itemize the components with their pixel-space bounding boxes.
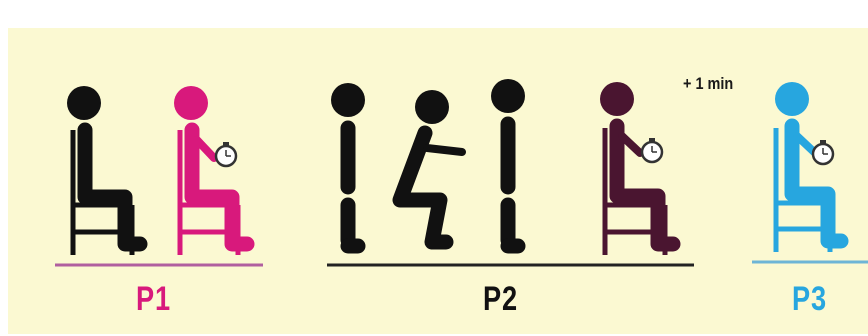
- background-panel: [8, 28, 868, 334]
- standing-figure-1: [331, 83, 366, 254]
- seated-figure-black: [67, 86, 148, 255]
- stopwatch-icon: [640, 138, 664, 164]
- seated-figure-pink: [174, 86, 255, 255]
- stopwatch-icon: [811, 140, 835, 166]
- plus-one-minute-note: + 1 min: [683, 74, 734, 93]
- squatting-figure: [392, 90, 466, 250]
- seated-figure-blue: [773, 82, 849, 252]
- stopwatch-icon: [214, 142, 238, 168]
- phase-label-p1: P1: [136, 280, 171, 318]
- standing-figure-2: [491, 79, 526, 254]
- phase-label-p3: P3: [792, 280, 827, 318]
- seated-figure-maroon: [600, 82, 681, 255]
- phase-label-p2: P2: [483, 280, 518, 318]
